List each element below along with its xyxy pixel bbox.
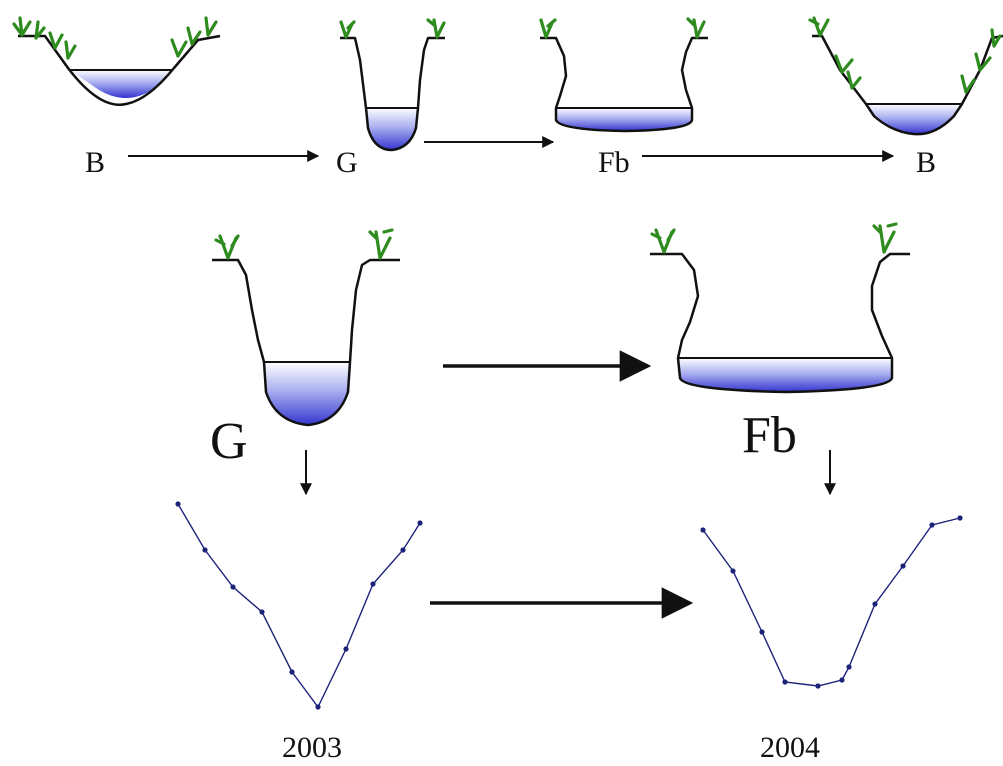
water-fill <box>556 108 692 131</box>
middle-channel-fb <box>650 222 910 394</box>
water-fill <box>264 362 350 425</box>
label-g-large: G <box>210 413 248 470</box>
year-label-2004: 2004 <box>760 731 820 764</box>
grass-tuft-icon <box>650 222 898 254</box>
water-fill <box>866 104 962 135</box>
top-channel-b-end <box>808 16 1003 136</box>
water-fill <box>70 70 172 98</box>
water-fill <box>678 358 892 392</box>
label-g: G <box>336 146 358 179</box>
profile-2003 <box>175 501 423 710</box>
water-fill <box>366 108 418 150</box>
year-label-2003: 2003 <box>282 731 342 764</box>
profile-2004 <box>700 515 963 689</box>
label-fb-large: Fb <box>742 407 797 464</box>
label-b-start: B <box>85 146 105 179</box>
middle-channel-g <box>212 228 400 427</box>
grass-tuft-icon <box>808 16 1002 94</box>
label-fb-small: Fb <box>598 146 630 179</box>
top-channel-b-start <box>12 16 221 106</box>
top-channel-fb <box>539 17 708 133</box>
grass-tuft-icon <box>214 228 394 260</box>
label-b-end: B <box>916 146 936 179</box>
grass-tuft-icon <box>12 16 218 60</box>
grass-tuft-icon <box>339 18 446 39</box>
grass-tuft-icon <box>539 17 706 39</box>
top-channel-g <box>339 18 446 152</box>
